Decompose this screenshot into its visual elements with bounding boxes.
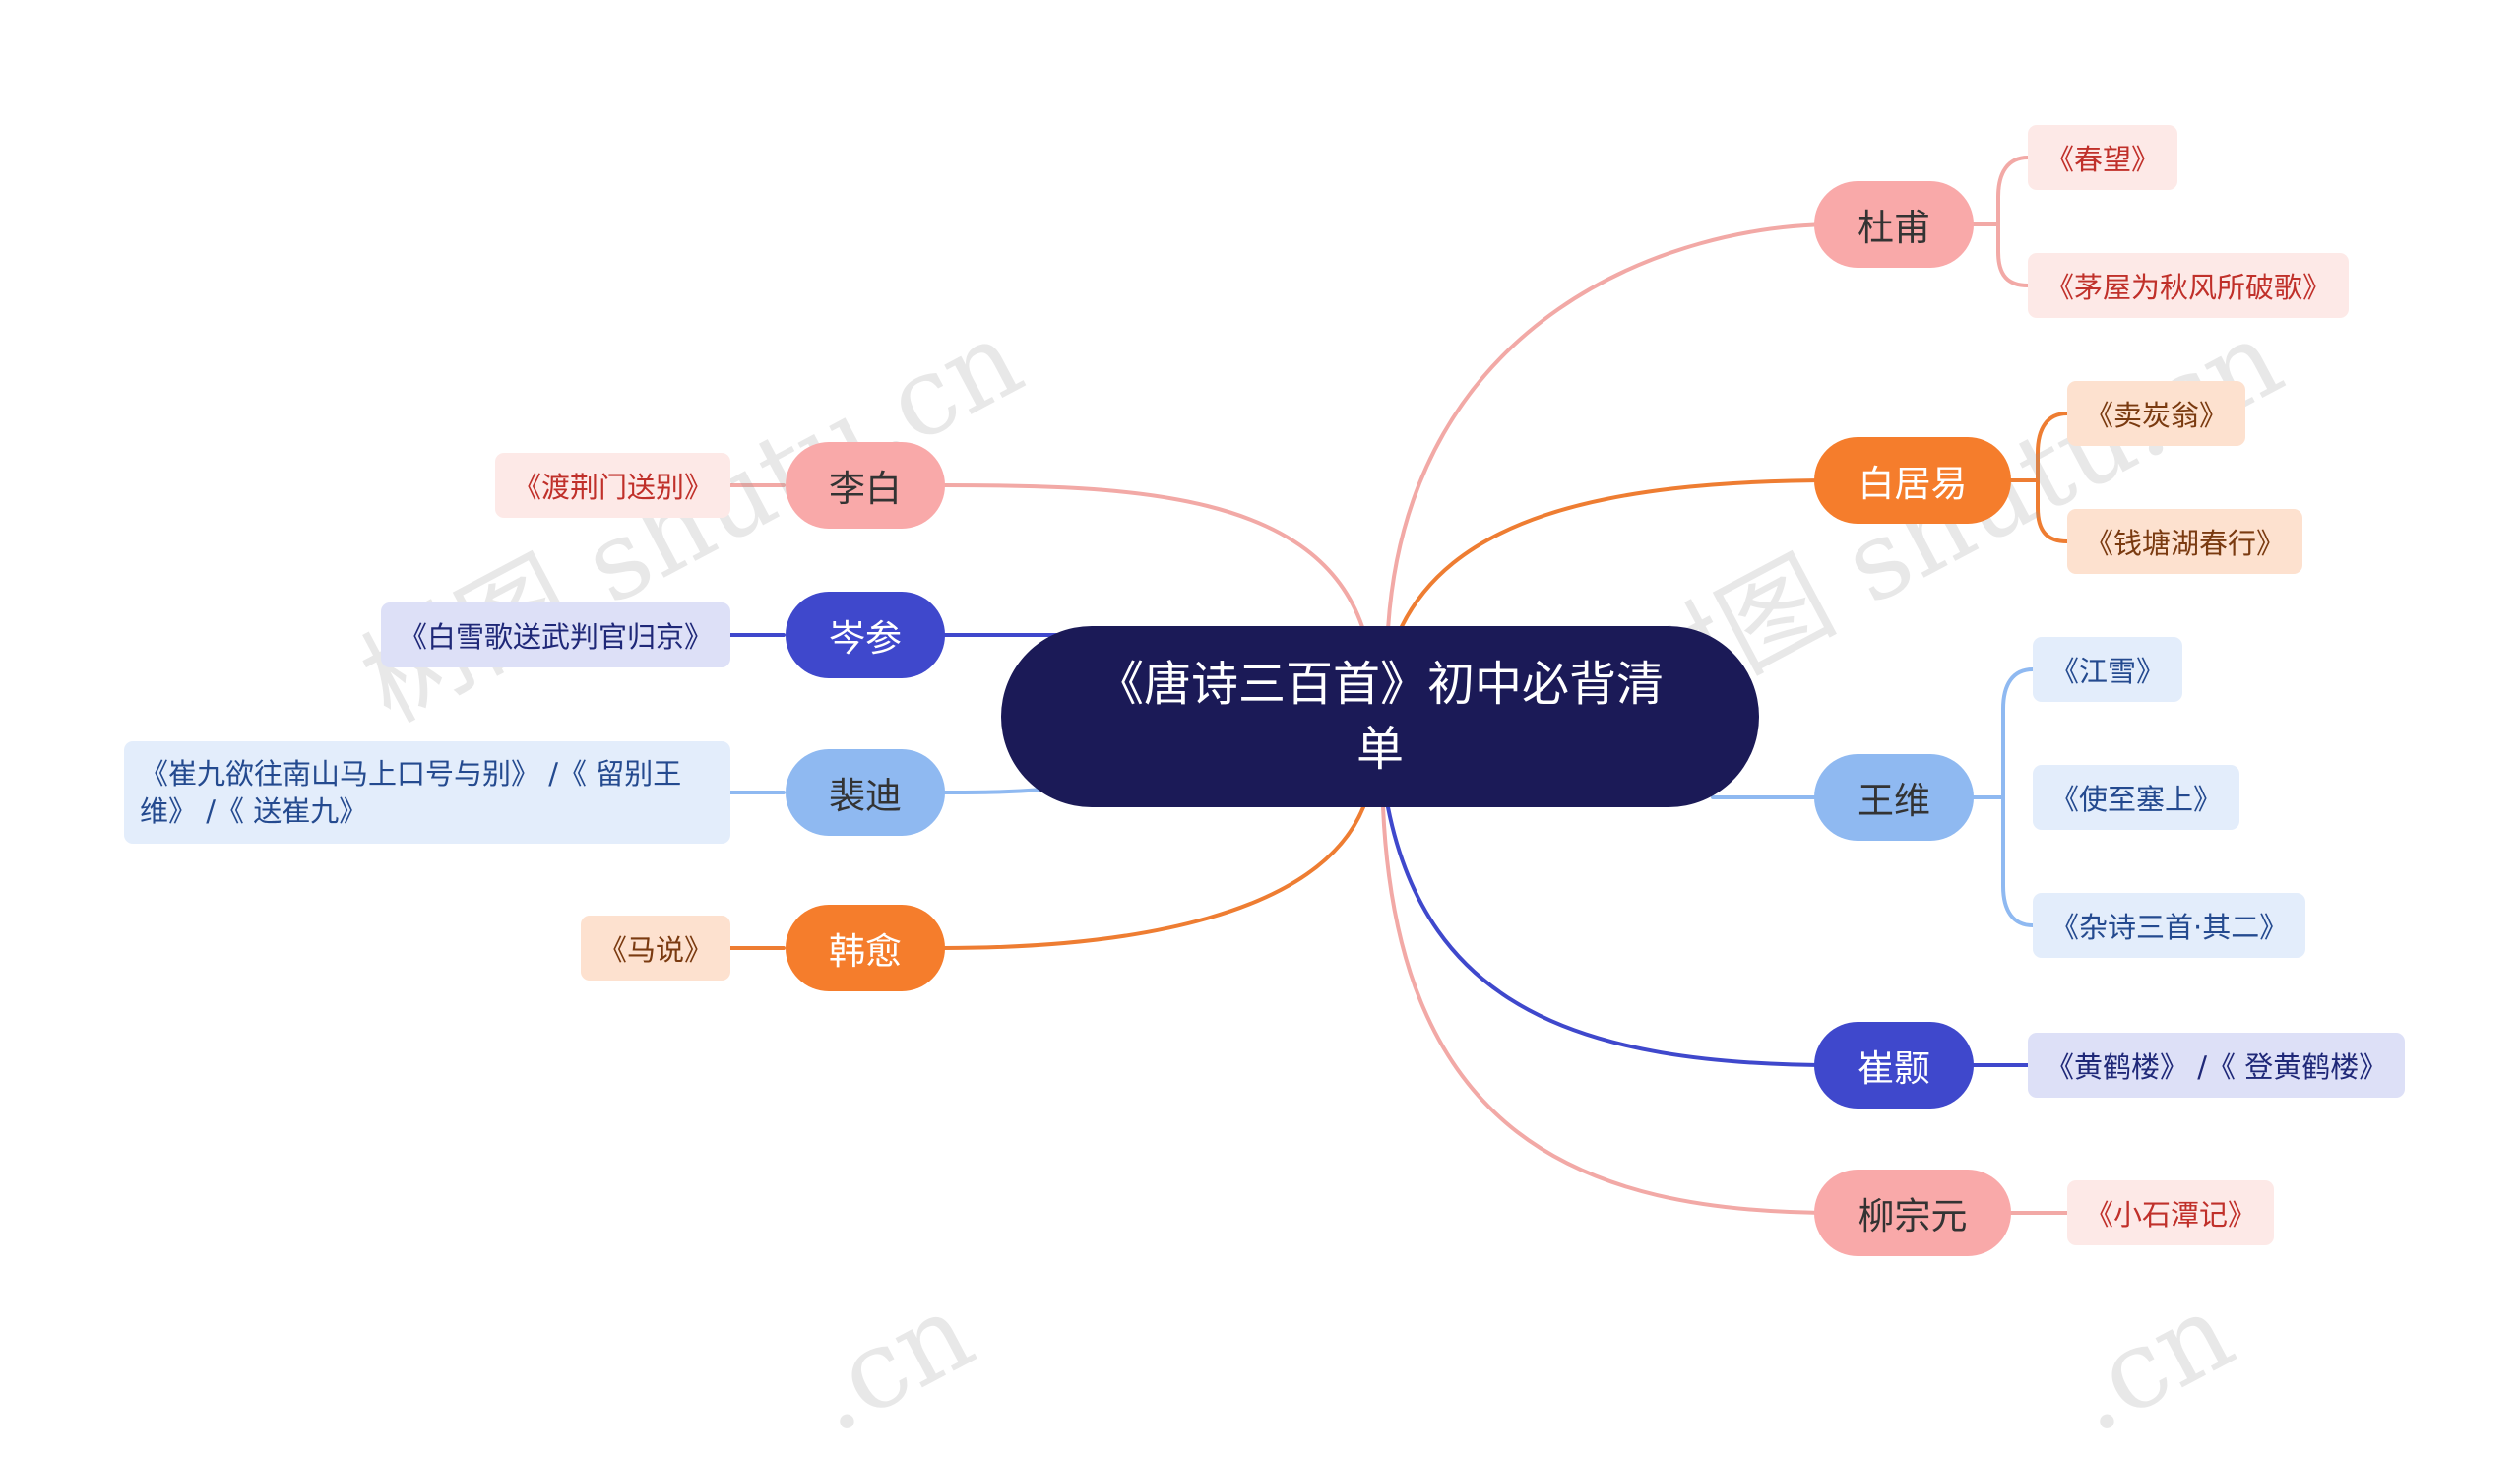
work-maowu[interactable]: 《茅屋为秋风所破歌》 [2028, 253, 2350, 318]
work-mashuo[interactable]: 《马说》 [580, 916, 730, 981]
author-dufu[interactable]: 杜甫 [1814, 181, 1974, 268]
central-topic[interactable]: 《唐诗三百首》初中必背清单 [1001, 626, 1759, 807]
work-qiantanghu[interactable]: 《钱塘湖春行》 [2067, 509, 2303, 574]
author-censhen[interactable]: 岑参 [786, 592, 945, 678]
author-liuzongyuan[interactable]: 柳宗元 [1814, 1170, 2011, 1256]
edge-center-libai [941, 483, 1365, 632]
work-maitanweng[interactable]: 《卖炭翁》 [2067, 381, 2246, 446]
work-jiangxue[interactable]: 《江雪》 [2033, 637, 2183, 702]
author-cuihao[interactable]: 崔颢 [1814, 1022, 1974, 1109]
work-huanghelou[interactable]: 《黄鹤楼》 /《 登黄鹤楼》 [2028, 1033, 2406, 1098]
author-libai[interactable]: 李白 [786, 442, 945, 529]
work-shizhisaishang[interactable]: 《使至塞上》 [2033, 765, 2240, 830]
edge-center-baijuyi [1396, 478, 1838, 637]
work-cuijiu[interactable]: 《崔九欲往南山马上口号与别》 /《 留别王维》 /《 送崔九》 [124, 741, 730, 844]
connector-lines [728, 156, 2069, 1215]
edge-center-liuzongyuan [1381, 805, 1838, 1215]
edge-center-dufu [1386, 222, 1838, 632]
edge-center-peidi [941, 788, 1045, 794]
edge-baijuyi-works [2006, 412, 2069, 543]
edge-dufu-works [1967, 156, 2030, 287]
work-xiaoshitanji[interactable]: 《小石潭记》 [2067, 1180, 2275, 1245]
edge-center-hanyu [941, 805, 1365, 950]
work-zashi[interactable]: 《杂诗三首·其二》 [2033, 893, 2306, 958]
author-hanyu[interactable]: 韩愈 [786, 905, 945, 991]
author-peidi[interactable]: 裴迪 [786, 749, 945, 836]
author-wangwei[interactable]: 王维 [1814, 754, 1974, 841]
edge-center-cuihao [1386, 805, 1838, 1067]
author-baijuyi[interactable]: 白居易 [1814, 437, 2011, 524]
work-dujingmen[interactable]: 《渡荆门送别》 [494, 453, 730, 518]
work-chunwang[interactable]: 《春望》 [2028, 125, 2178, 190]
edge-wangwei-works [1972, 667, 2035, 927]
work-baixuege[interactable]: 《白雪歌送武判官归京》 [380, 602, 730, 667]
